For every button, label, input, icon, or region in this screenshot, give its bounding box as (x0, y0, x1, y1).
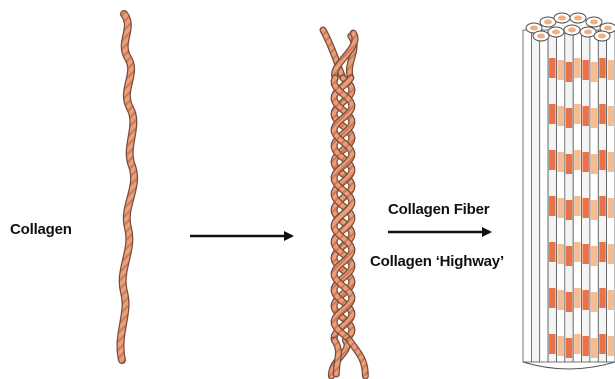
fiber-stripe (566, 292, 572, 312)
fiber-stripe (574, 104, 580, 124)
fiber-stripe (599, 288, 605, 308)
collagen-fiber-label: Collagen Fiber (388, 201, 489, 218)
fiber-stripe (608, 60, 614, 80)
fiber-stripe (583, 152, 589, 172)
fiber-rod-core (552, 30, 560, 35)
fiber-stripe (599, 150, 605, 170)
fiber-stripe (566, 200, 572, 220)
fiber-rod-core (537, 34, 545, 39)
fiber-stripe (558, 106, 564, 126)
fiber-stripe (558, 152, 564, 172)
fiber-stripe (591, 338, 597, 358)
fiber-stripe (549, 288, 555, 308)
fiber-stripe (583, 106, 589, 126)
fiber-stripe (566, 338, 572, 358)
fiber-stripe (558, 336, 564, 356)
fiber-stripe (599, 334, 605, 354)
fiber-stripe (608, 244, 614, 264)
fiber-stripe (591, 246, 597, 266)
fiber-rod-core (604, 26, 612, 31)
fiber-stripe (566, 108, 572, 128)
fiber-stripe (558, 290, 564, 310)
fiber-stripe (599, 242, 605, 262)
fiber-stripe (608, 198, 614, 218)
fiber-rod (531, 30, 539, 362)
fiber-stripe (583, 244, 589, 264)
fiber-rod-core (574, 16, 582, 21)
fiber-stripe (566, 246, 572, 266)
single-collagen-strand (120, 14, 134, 360)
fiber-stripe (591, 154, 597, 174)
fiber-stripe (591, 62, 597, 82)
fiber-stripe (574, 150, 580, 170)
fiber-stripe (583, 336, 589, 356)
fiber-stripe (591, 292, 597, 312)
fiber-rod (540, 30, 548, 362)
fiber-stripe (583, 60, 589, 80)
fiber-stripe (574, 196, 580, 216)
fiber-stripe (558, 60, 564, 80)
fiber-stripe (549, 242, 555, 262)
fiber-stripe (566, 154, 572, 174)
fiber-stripe (591, 108, 597, 128)
fiber-stripe (566, 62, 572, 82)
collagen-fiber-bundle (523, 13, 615, 369)
fiber-stripe (608, 106, 614, 126)
collagen-highway-label: Collagen ‘Highway’ (370, 253, 504, 270)
fiber-stripe (558, 244, 564, 264)
fiber-rod-core (558, 16, 566, 21)
fiber-stripe (591, 200, 597, 220)
fiber-stripe (574, 334, 580, 354)
fiber-rod-core (598, 34, 606, 39)
fiber-rod-core (568, 28, 576, 33)
fiber-rod-core (590, 20, 598, 25)
fiber-stripe (549, 58, 555, 78)
fiber-rod-core (530, 26, 538, 31)
collagen-label: Collagen (10, 221, 72, 238)
fiber-stripe (599, 104, 605, 124)
triple-helix (323, 30, 365, 376)
fiber-rod-core (584, 30, 592, 35)
fiber-stripe (549, 104, 555, 124)
fiber-stripe (583, 198, 589, 218)
fiber-stripe (549, 150, 555, 170)
fiber-stripe (558, 198, 564, 218)
fiber-rod-core (544, 20, 552, 25)
fiber-stripe (608, 152, 614, 172)
fiber-bundle-base (523, 362, 615, 369)
fiber-stripe (608, 290, 614, 310)
fiber-stripe (549, 334, 555, 354)
fiber-rod (523, 30, 531, 362)
fiber-stripe (599, 196, 605, 216)
fiber-stripe (574, 288, 580, 308)
fiber-stripe (583, 290, 589, 310)
fiber-stripe (608, 336, 614, 356)
fiber-stripe (549, 196, 555, 216)
fiber-stripe (574, 242, 580, 262)
fiber-stripe (599, 58, 605, 78)
fiber-stripe (574, 58, 580, 78)
